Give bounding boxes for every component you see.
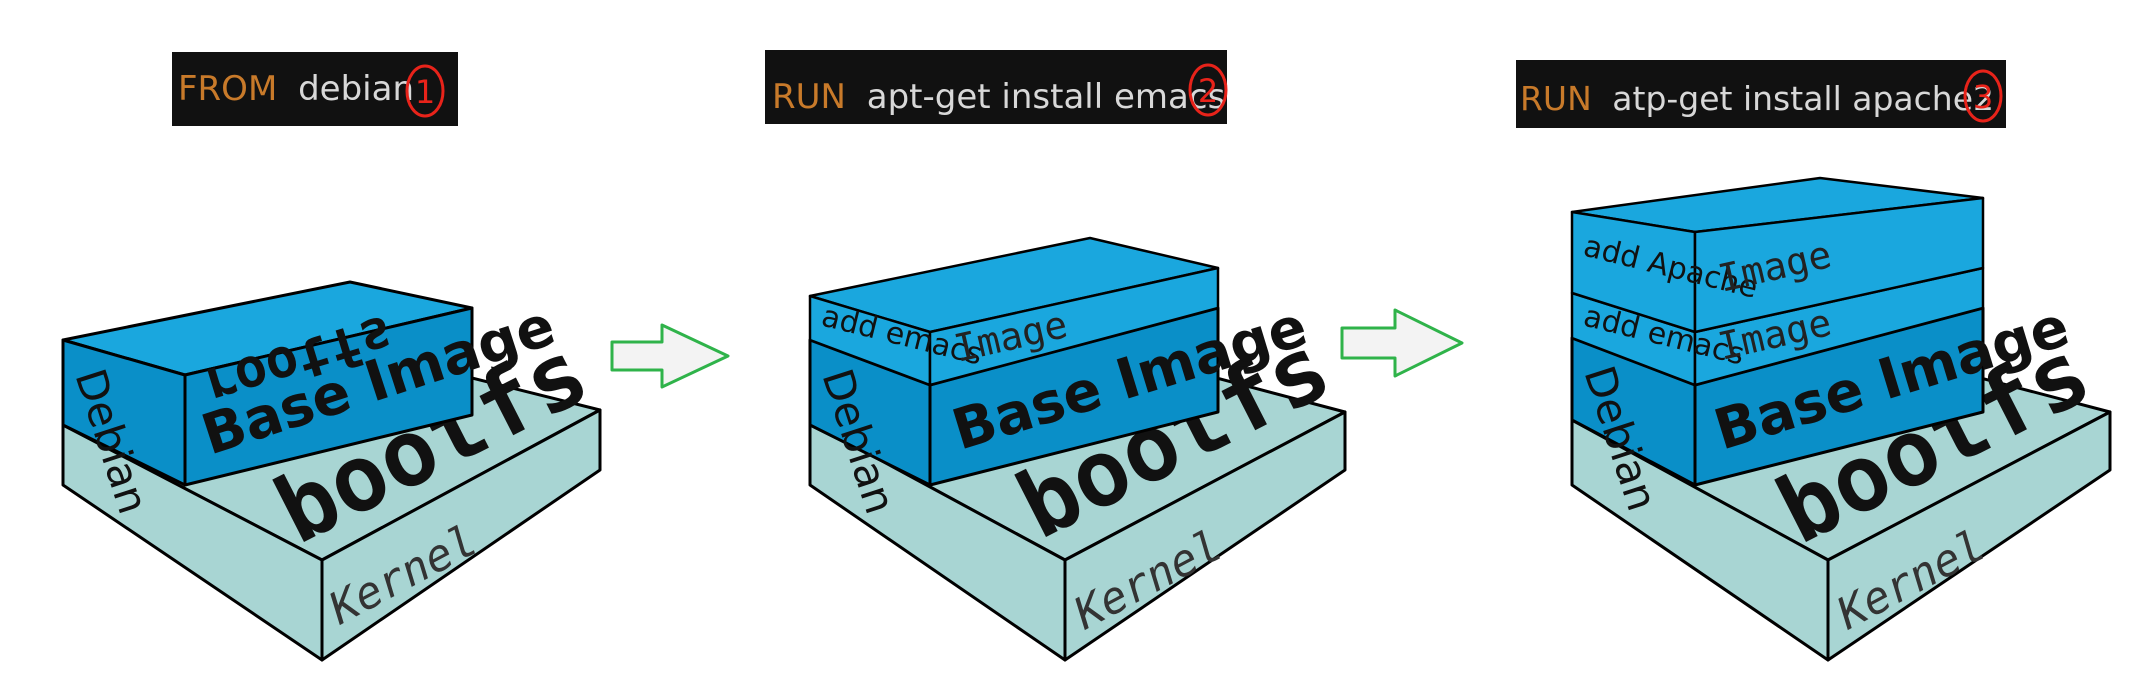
command-keyword: RUN: [772, 77, 846, 117]
command-text: apt-get install emacs: [867, 77, 1226, 117]
step-circle: [1188, 63, 1228, 117]
arrow-1: [610, 323, 730, 389]
layer-add-apache: [1570, 176, 1985, 334]
step-number: 3: [1973, 78, 1993, 116]
command-text: debian: [298, 69, 414, 109]
command-box-2: RUN apt-get install emacs 2: [765, 50, 1228, 124]
command-keyword: FROM: [178, 69, 277, 109]
step-number: 2: [1198, 72, 1218, 110]
arrow-2: [1340, 308, 1464, 378]
stage-2: RUN apt-get install emacs 2 Kernel bootf…: [765, 50, 1347, 662]
svg-text:RUN apt-get install em: RUN apt-get install emacs: [772, 77, 1225, 117]
svg-text:RUN atp-get install ap: RUN atp-get install apache2: [1520, 79, 1994, 118]
rootfs-block: [61, 280, 474, 487]
stage-1: FROM debian 1 Kernel bootfs rootfs Debia…: [61, 52, 604, 662]
layer-add-emacs: [808, 236, 1220, 387]
command-keyword: RUN: [1520, 79, 1592, 118]
command-box-3: RUN atp-get install apache2 3: [1516, 60, 2006, 128]
svg-text:FROM debian: FROM debian: [178, 69, 414, 109]
step-number: 1: [415, 73, 435, 111]
stage-3: RUN atp-get install apache2 3 Kernel boo…: [1516, 60, 2112, 662]
command-text: atp-get install apache2: [1612, 79, 1994, 118]
command-box-1: FROM debian 1: [172, 52, 458, 126]
step-circle: [405, 64, 445, 118]
step-circle: [1963, 69, 2003, 123]
